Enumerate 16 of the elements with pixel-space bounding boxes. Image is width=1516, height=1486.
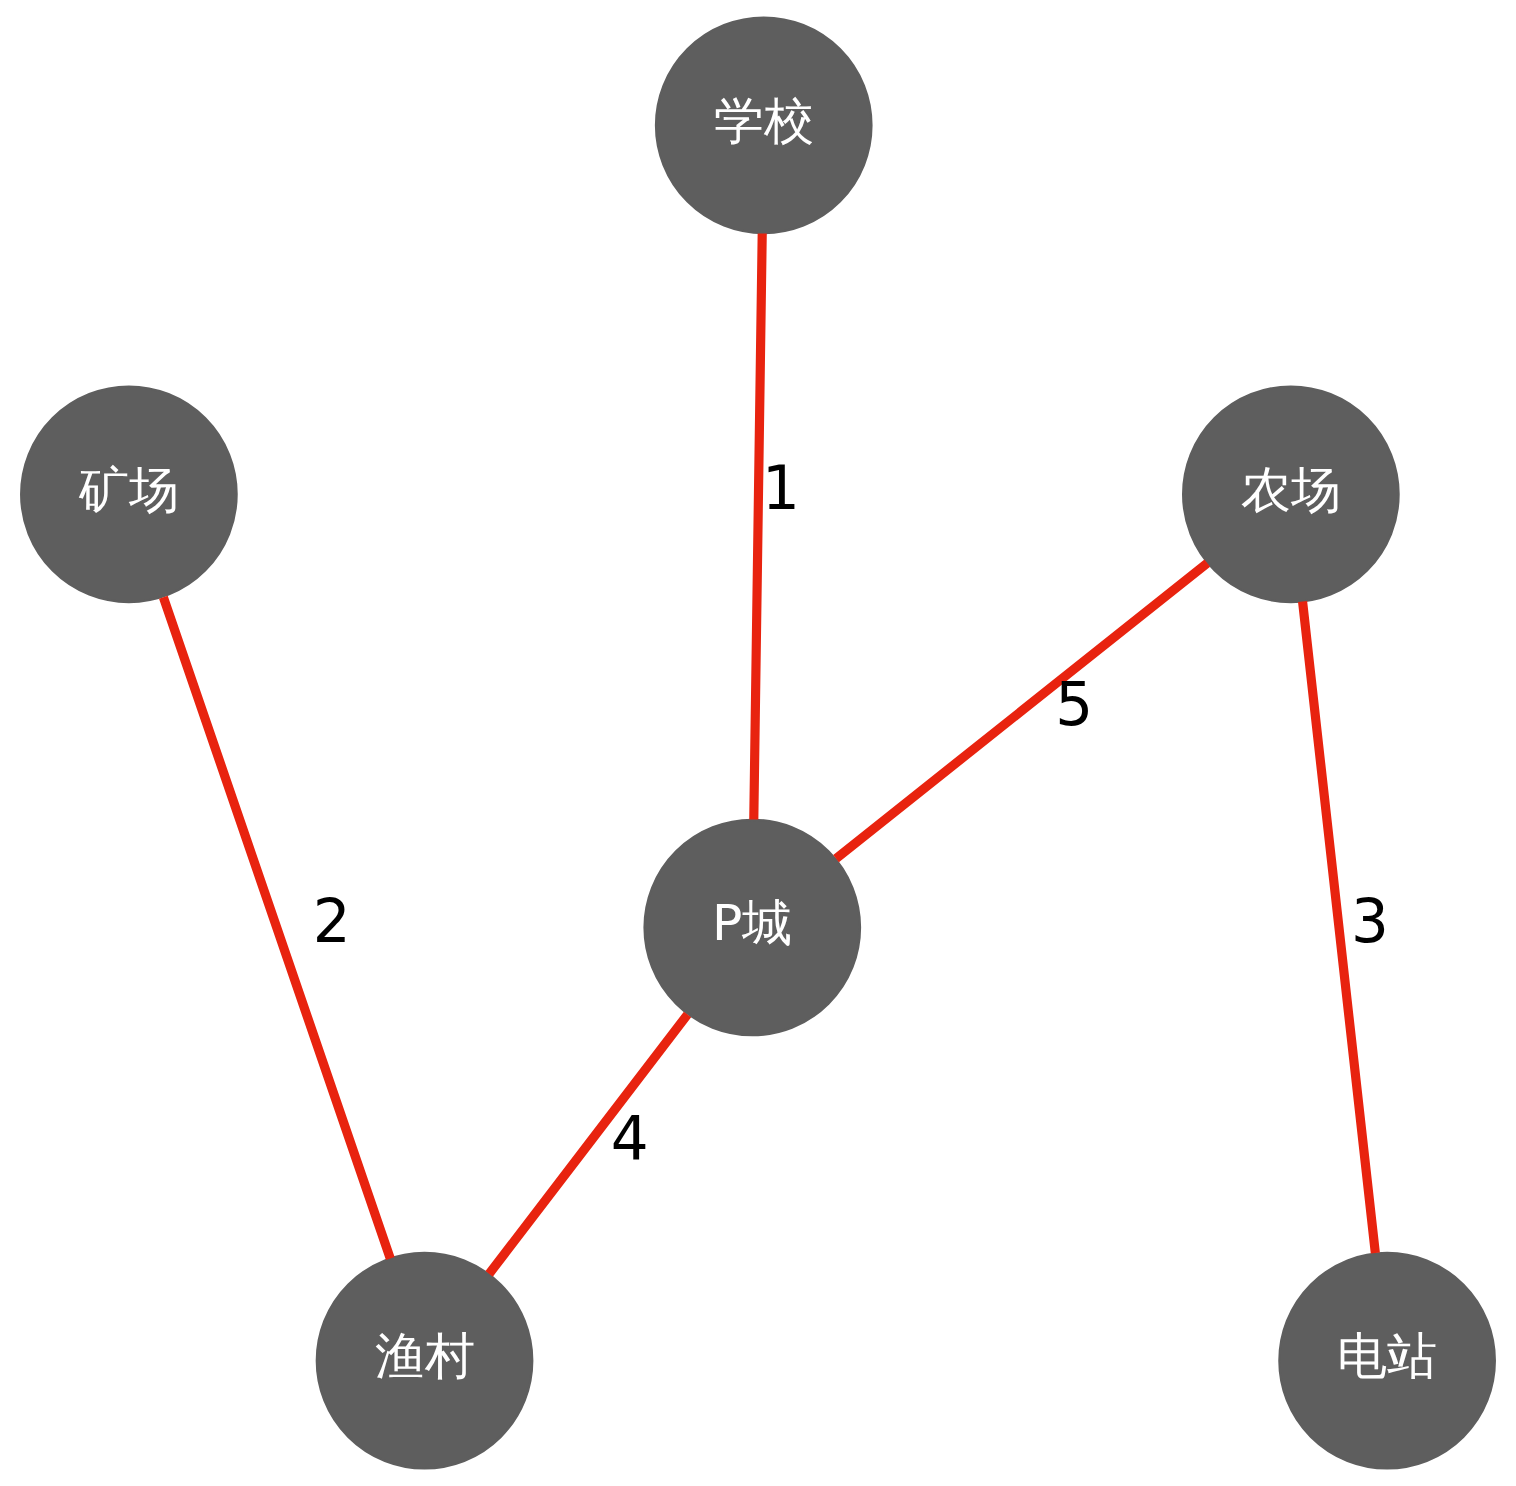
node-circle: 矿场 (20, 385, 238, 604)
edge-label: 1 (761, 453, 800, 523)
connector (833, 559, 1211, 863)
node-circle: 学校 (654, 16, 873, 235)
node-circle: 农场 (1182, 385, 1400, 604)
connector (159, 595, 395, 1260)
edge-label: 4 (610, 1103, 649, 1173)
edge-label: 2 (312, 886, 351, 956)
node-circle: 渔村 (315, 1251, 534, 1470)
edge-label: 3 (1350, 886, 1389, 956)
edge-label: 5 (1055, 670, 1094, 740)
node-circle: 电站 (1278, 1251, 1496, 1470)
node-circle: P城 (643, 818, 862, 1037)
connector (485, 1011, 692, 1277)
connector (1298, 600, 1380, 1254)
connector (749, 233, 767, 820)
